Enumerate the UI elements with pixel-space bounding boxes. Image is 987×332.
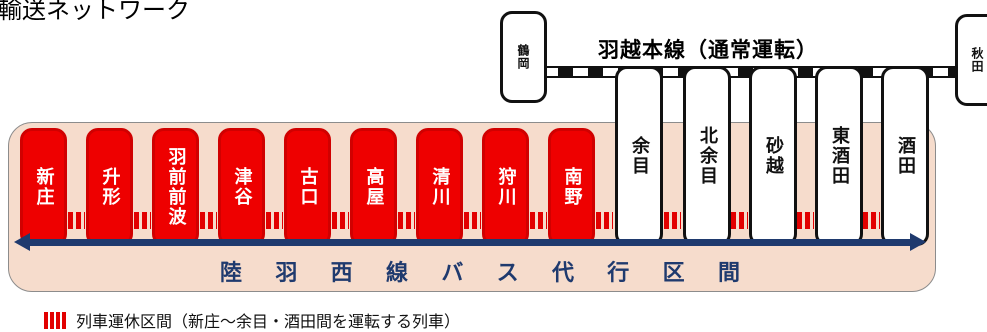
station-uzen-maeba: 羽前前波 xyxy=(152,128,199,246)
suspended-marker xyxy=(731,212,748,229)
station-kiyokawa: 清川 xyxy=(416,128,463,246)
station-sakata: 酒田 xyxy=(881,66,929,246)
suspended-marker xyxy=(664,212,681,229)
bus-label-char: 区 xyxy=(662,261,685,286)
station-takaya: 高屋 xyxy=(350,128,397,246)
bus-route-arrow-right xyxy=(910,233,926,251)
line-name-label: 羽越本線（通常運転） xyxy=(598,38,818,62)
station-label: 南野 xyxy=(561,167,583,207)
station-label: 余目 xyxy=(629,136,650,176)
station-label: 北余目 xyxy=(697,126,718,186)
station-label: 高屋 xyxy=(363,167,385,207)
station-tsuruoka: 鶴岡 xyxy=(500,11,547,103)
station-shinjo: 新庄 xyxy=(20,128,67,246)
suspended-marker xyxy=(398,212,415,229)
station-amarume: 余目 xyxy=(615,66,663,246)
page-title: 輸送ネットワーク xyxy=(0,0,190,24)
station-label: 津谷 xyxy=(231,167,253,207)
station-kita-amarume: 北余目 xyxy=(683,66,731,246)
bus-label-char: 代 xyxy=(551,261,574,286)
bus-label-char: ス xyxy=(496,261,519,286)
station-tsuya: 津谷 xyxy=(218,128,265,246)
station-akita: 秋田 xyxy=(955,14,987,106)
station-label: 古口 xyxy=(297,167,319,207)
station-label: 升形 xyxy=(99,167,121,207)
station-label: 砂越 xyxy=(763,136,784,176)
suspended-marker xyxy=(332,212,349,229)
suspended-marker xyxy=(134,212,151,229)
suspended-marker xyxy=(863,212,880,229)
bus-label-char: 西 xyxy=(330,261,353,286)
station-label: 鶴岡 xyxy=(516,44,530,70)
suspended-legend-icon xyxy=(44,311,68,329)
suspended-marker xyxy=(797,212,814,229)
suspended-marker xyxy=(266,212,283,229)
suspended-marker xyxy=(464,212,481,229)
bus-section-label: 陸 羽 西 線 バ ス 代 行 区 間 xyxy=(220,255,740,287)
bus-route-bar xyxy=(26,239,914,246)
station-furukuchi: 古口 xyxy=(284,128,331,246)
station-sagoshi: 砂越 xyxy=(749,66,797,246)
bus-label-char: 間 xyxy=(717,261,740,286)
station-karikawa: 狩川 xyxy=(482,128,529,246)
bus-label-char: 線 xyxy=(385,261,408,286)
station-masukata: 升形 xyxy=(86,128,133,246)
bus-label-char: 陸 xyxy=(220,261,243,286)
suspended-marker xyxy=(68,212,85,229)
station-label: 清川 xyxy=(429,167,451,207)
suspended-marker xyxy=(200,212,217,229)
station-label: 羽前前波 xyxy=(165,147,187,227)
station-higashi-sakata: 東酒田 xyxy=(815,66,863,246)
legend: 列車運休区間（新庄～余目・酒田間を運転する列車） xyxy=(44,308,460,332)
station-label: 東酒田 xyxy=(829,126,850,186)
station-label: 秋田 xyxy=(970,47,984,73)
legend-text: 列車運休区間（新庄～余目・酒田間を運転する列車） xyxy=(76,312,461,331)
suspended-marker xyxy=(530,212,547,229)
suspended-marker xyxy=(596,212,613,229)
bus-route-arrow-left xyxy=(14,233,30,251)
bus-label-char: バ xyxy=(441,261,464,286)
station-label: 酒田 xyxy=(895,136,916,176)
station-label: 新庄 xyxy=(33,167,55,207)
bus-label-char: 行 xyxy=(607,261,630,286)
bus-label-char: 羽 xyxy=(275,261,298,286)
station-label: 狩川 xyxy=(495,167,517,207)
station-minamino: 南野 xyxy=(548,128,595,246)
